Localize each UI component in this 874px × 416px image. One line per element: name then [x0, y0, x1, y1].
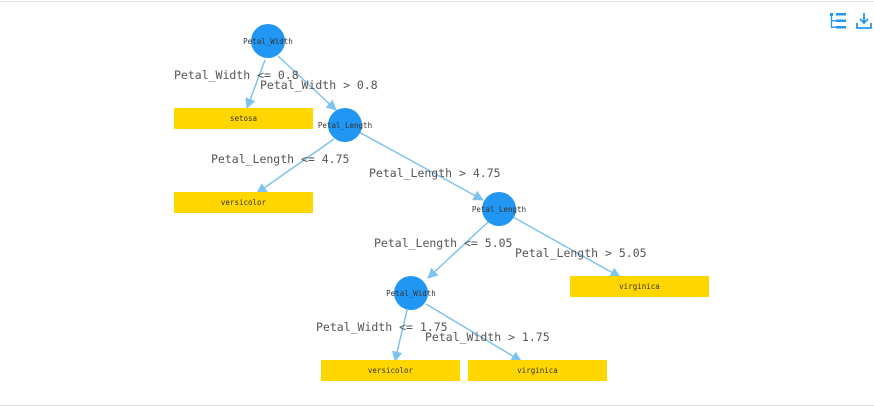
edges	[245, 55, 621, 363]
split-node-label: Petal_Width	[243, 37, 293, 46]
split-node[interactable]: Petal_Length	[472, 192, 526, 226]
download-icon[interactable]	[854, 11, 874, 31]
leaf-node[interactable]: versicolor	[174, 192, 313, 213]
leaf-node-box[interactable]	[174, 192, 313, 213]
split-node-circle[interactable]	[394, 276, 428, 310]
leaf-node-label: versicolor	[368, 366, 414, 375]
edge-n1-n2	[358, 131, 484, 201]
leaf-node-box[interactable]	[570, 276, 709, 297]
edge-label: Petal_Width <= 0.8	[174, 68, 299, 82]
split-node[interactable]: Petal_Width	[386, 276, 436, 310]
leaf-node[interactable]: setosa	[174, 108, 313, 129]
edge-label: Petal_Width <= 1.75	[316, 320, 448, 334]
edge-label: Petal_Width > 0.8	[260, 78, 378, 92]
edge-label: Petal_Length <= 4.75	[211, 152, 349, 166]
tree-layout-icon[interactable]	[828, 11, 848, 31]
split-node-label: Petal_Width	[386, 289, 436, 298]
edge-n2-n3	[427, 221, 489, 279]
edge-n0-n1	[277, 55, 337, 111]
split-node-label: Petal_Length	[318, 121, 372, 130]
leaf-node[interactable]: virginica	[468, 360, 607, 381]
edge-label: Petal_Length > 4.75	[369, 166, 501, 180]
split-node[interactable]: Petal_Length	[318, 108, 372, 142]
split-node-circle[interactable]	[251, 24, 285, 58]
split-node-circle[interactable]	[328, 108, 362, 142]
edge-label: Petal_Length <= 5.05	[374, 236, 512, 250]
split-node-label: Petal_Length	[472, 205, 526, 214]
leaf-node[interactable]: virginica	[570, 276, 709, 297]
edge-label: Petal_Length > 5.05	[515, 246, 647, 260]
frame-top-border	[0, 1, 874, 2]
leaf-node-label: virginica	[619, 282, 660, 291]
split-node-circle[interactable]	[482, 192, 516, 226]
leaf-node-box[interactable]	[468, 360, 607, 381]
edge-n0-l0	[245, 59, 266, 109]
edge-n2-l2	[512, 216, 621, 278]
leaf-node-label: virginica	[517, 366, 558, 375]
split-node[interactable]: Petal_Width	[243, 24, 293, 58]
frame-bottom-border	[0, 405, 874, 406]
edge-labels: Petal_Width <= 0.8 Petal_Width > 0.8 Pet…	[174, 68, 647, 344]
leaf-node[interactable]: versicolor	[321, 360, 460, 381]
edge-n3-l3	[392, 309, 408, 363]
edge-n3-l4	[425, 303, 522, 362]
leaf-node-box[interactable]	[174, 108, 313, 129]
edge-label: Petal_Width > 1.75	[425, 330, 550, 344]
leaf-node-box[interactable]	[321, 360, 460, 381]
edge-n1-l1	[256, 138, 335, 194]
leaf-node-label: versicolor	[221, 198, 267, 207]
leaf-node-label: setosa	[230, 114, 257, 123]
toolbar	[828, 10, 874, 32]
